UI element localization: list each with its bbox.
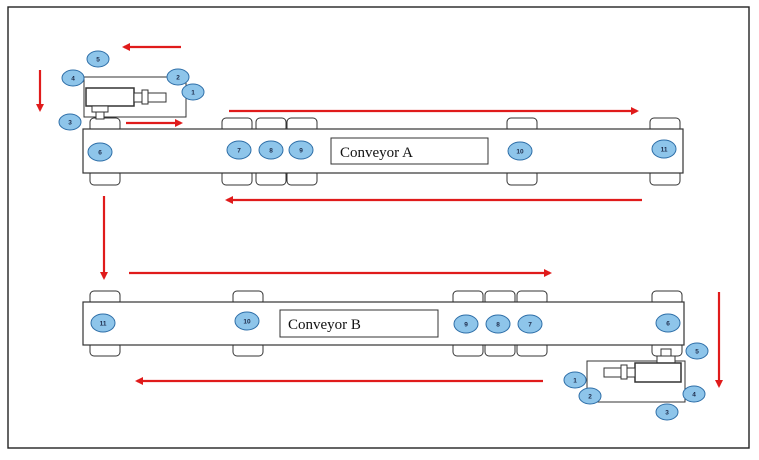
- robot-marker-number: 3: [68, 120, 72, 127]
- robot-marker: [682, 385, 706, 403]
- robot-marker-number: 2: [176, 75, 180, 82]
- station-marker: [485, 314, 511, 334]
- robot-marker: [86, 50, 110, 68]
- station-number: 9: [299, 148, 303, 155]
- robot-marker: [578, 387, 602, 405]
- robot-marker: [655, 403, 679, 421]
- robot-bottom-gripper-tip: [660, 348, 672, 357]
- station-marker: [87, 142, 113, 162]
- robot-marker: [563, 371, 587, 389]
- robot-bottom-actuator-rod: [603, 367, 622, 378]
- robot-bottom-gripper: [656, 355, 676, 364]
- station-number: 6: [666, 321, 670, 328]
- robot-top-gripper-tip: [95, 111, 105, 120]
- conveyor-a-label-box: [330, 137, 489, 165]
- robot-marker: [166, 68, 190, 86]
- conveyor-b: Conveyor B 11 10 9 8 7 6: [82, 290, 685, 357]
- station-marker: [234, 311, 260, 331]
- robot-marker-number: 5: [96, 57, 100, 64]
- station-marker: [90, 313, 116, 333]
- station-number: 10: [516, 149, 524, 156]
- conveyor-b-label: Conveyor B: [288, 317, 361, 333]
- conveyor-b-belt: [82, 301, 685, 346]
- station-number: 8: [269, 148, 273, 155]
- conveyor-b-label-box: [279, 309, 439, 338]
- station-number: 7: [237, 148, 241, 155]
- station-number: 11: [661, 147, 668, 154]
- robot-top-actuator: [85, 87, 135, 107]
- station-marker: [517, 314, 543, 334]
- station-marker: [507, 141, 533, 161]
- robot-bottom-actuator: [634, 362, 682, 383]
- robot-marker: [685, 342, 709, 360]
- outer-frame: [7, 6, 750, 449]
- robot-marker-number: 4: [692, 392, 696, 399]
- station-marker: [655, 313, 681, 333]
- robot-bottom-actuator-neck: [626, 367, 636, 378]
- robot-marker-number: 2: [588, 394, 592, 401]
- robot-marker: [181, 83, 205, 101]
- robot-bottom: 5 1 2 3 4: [563, 342, 709, 421]
- robot-marker-number: 5: [695, 349, 699, 356]
- station-marker: [226, 140, 252, 160]
- robot-top-actuator-nut: [141, 89, 149, 105]
- robot-marker-number: 1: [191, 90, 195, 97]
- flow-arrows: [36, 43, 723, 388]
- station-number: 8: [496, 322, 500, 329]
- station-marker: [258, 140, 284, 160]
- robot-top: 5 4 3 2 1: [58, 50, 205, 131]
- station-marker: [453, 314, 479, 334]
- robot-marker-number: 1: [573, 378, 577, 385]
- station-marker: [288, 140, 314, 160]
- station-number: 10: [243, 319, 251, 326]
- robot-marker-number: 4: [71, 76, 75, 83]
- station-number: 6: [98, 150, 102, 157]
- station-number: 9: [464, 322, 468, 329]
- robot-marker-number: 3: [665, 410, 669, 417]
- robot-bottom-actuator-nut: [620, 364, 628, 380]
- robot-top-gripper: [91, 105, 109, 113]
- station-number: 11: [100, 321, 107, 328]
- station-number: 7: [528, 322, 532, 329]
- station-marker: [651, 139, 677, 159]
- robot-top-actuator-neck: [133, 92, 143, 103]
- conveyor-a-label: Conveyor A: [340, 145, 413, 161]
- robot-marker: [58, 113, 82, 131]
- conveyor-a: Conveyor A 6 7 8 9 10 11: [82, 117, 684, 186]
- robot-marker: [61, 69, 85, 87]
- robot-top-actuator-rod: [147, 92, 167, 103]
